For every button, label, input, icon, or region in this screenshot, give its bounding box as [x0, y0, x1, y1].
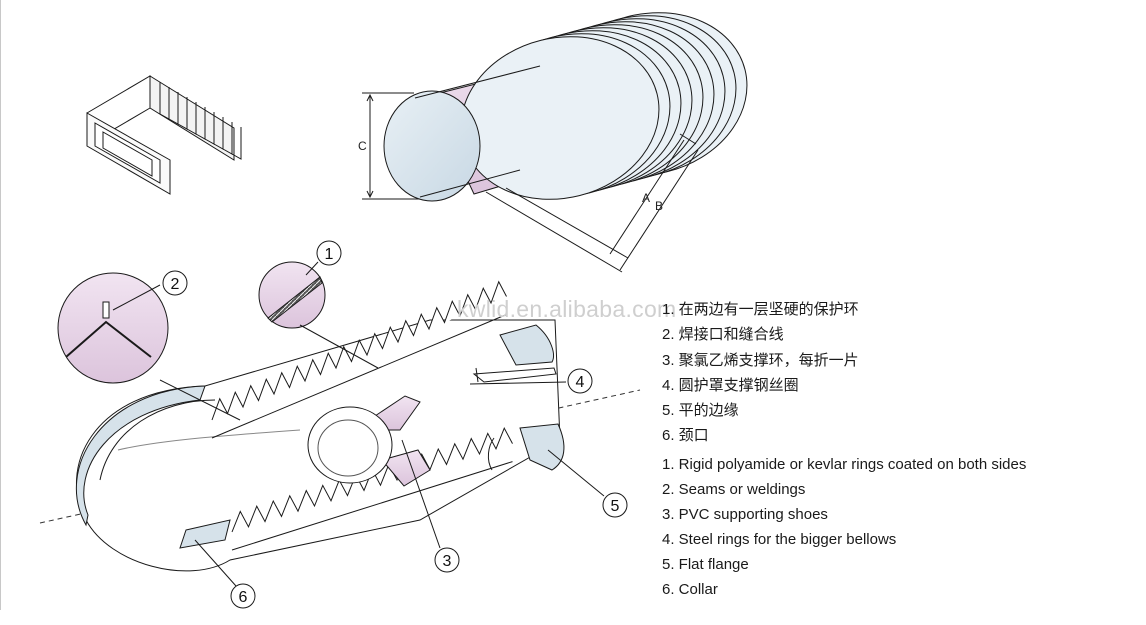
callout-number: 3: [443, 553, 452, 570]
legend-en-item: 4. Steel rings for the bigger bellows: [662, 531, 897, 548]
detail-weld-seam: [57, 272, 169, 384]
callout-number: 5: [611, 498, 620, 515]
legend-chinese: 1. 在两边有一层坚硬的保护环 2. 焊接口和缝合线 3. 聚氯乙烯支撑环，每折…: [662, 297, 859, 449]
legend-en-item: 5. Flat flange: [662, 556, 749, 573]
legend-cn-item: 4. 圆护罩支撑钢丝圈: [662, 376, 799, 394]
legend-english: 1. Rigid polyamide or kevlar rings coate…: [662, 452, 1026, 602]
callout-circle: [434, 547, 460, 573]
bellows-rim: [211, 314, 507, 439]
callout-number: 2: [171, 276, 180, 293]
bellows-tooth-row: [211, 280, 507, 421]
dimension-ab: [485, 133, 699, 273]
left-edge-line: [0, 0, 1, 610]
watermark: kwlid.en.alibaba.com: [457, 296, 677, 322]
callout-circle: [230, 583, 256, 609]
legend-cn-item: 3. 聚氯乙烯支撑环，每折一片: [662, 351, 859, 369]
legend-cn-item: 2. 焊接口和缝合线: [662, 326, 784, 344]
rect-fold: [231, 122, 242, 160]
legend-en-item: 2. Seams or weldings: [662, 481, 806, 498]
callout-circle: [602, 492, 628, 518]
rectangular-bellows: [86, 75, 242, 195]
callout-markers: 1 2 3 4 5 6: [162, 240, 628, 609]
legend-cn-item: 5. 平的边缘: [662, 402, 739, 420]
dimension-c-label: C: [358, 139, 367, 153]
cutaway-bellows: [39, 280, 641, 572]
detail-rigid-ring: [258, 261, 326, 329]
bellows-rim: [231, 461, 513, 551]
dimension-c: [362, 92, 420, 200]
dimension-b-label: B: [655, 199, 663, 213]
legend-cn-item: 6. 颈口: [662, 427, 709, 445]
callout-circle: [162, 270, 188, 296]
legend-en-item: 3. PVC supporting shoes: [662, 506, 828, 523]
dimension-a-label: A: [642, 191, 650, 205]
legend-en-item: 6. Collar: [662, 581, 718, 598]
round-bellows-on-pipe: [362, 12, 748, 273]
legend-cn-item: 1. 在两边有一层坚硬的保护环: [662, 301, 859, 318]
legend-en-item: 1. Rigid polyamide or kevlar rings coate…: [662, 456, 1027, 473]
callout-number: 1: [325, 246, 334, 263]
callout-number: 6: [239, 589, 248, 606]
leader-lines: [159, 324, 605, 587]
callout-circle: [567, 368, 593, 394]
callout-circle: [316, 240, 342, 266]
callout-number: 4: [576, 374, 585, 391]
